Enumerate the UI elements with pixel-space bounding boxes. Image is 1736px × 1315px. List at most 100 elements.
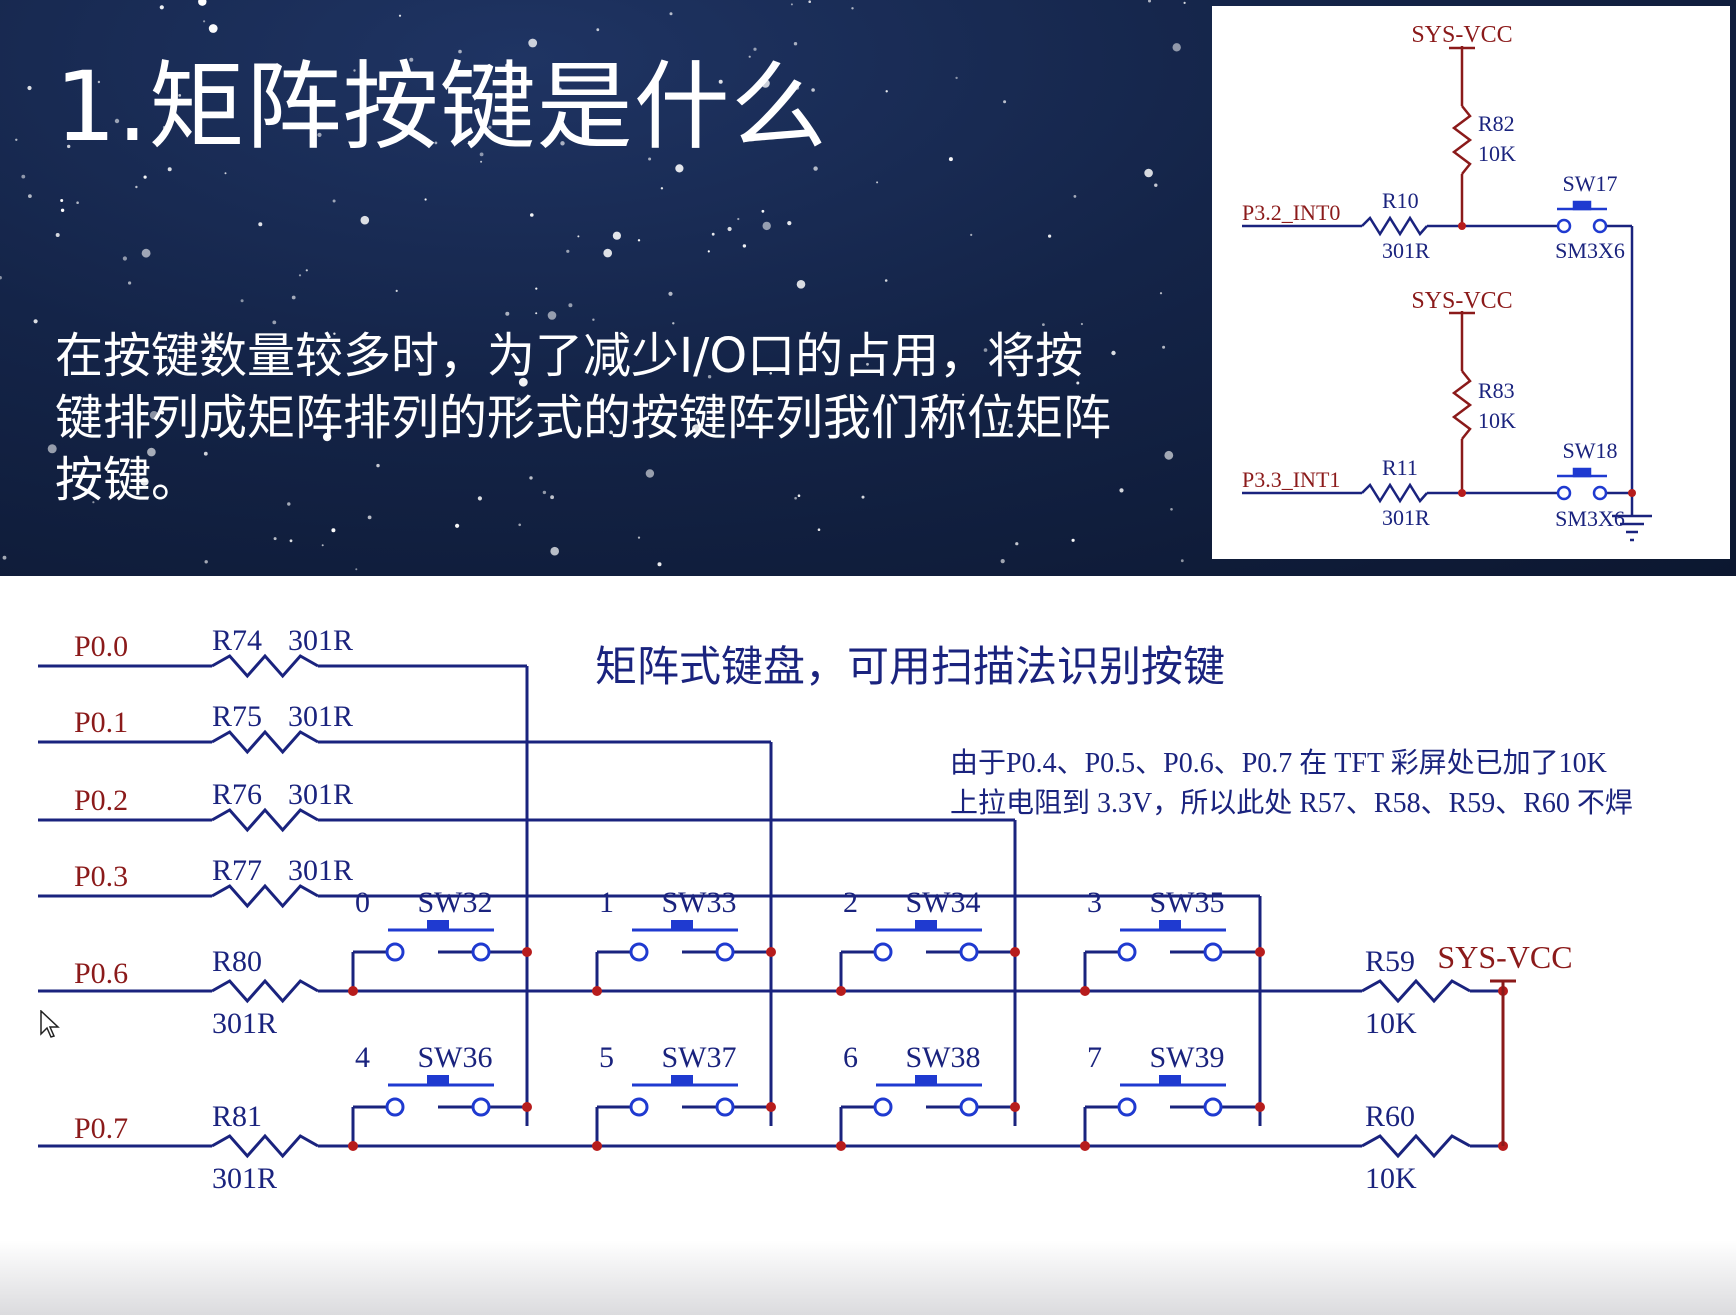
star xyxy=(0,276,2,280)
star xyxy=(592,318,595,321)
star xyxy=(76,201,79,204)
port-label: P3.3_INT1 xyxy=(1242,467,1340,492)
star xyxy=(585,141,589,145)
star xyxy=(208,24,218,33)
switch-label: SW35 xyxy=(1150,886,1225,919)
vcc-label: SYS-VCC xyxy=(1411,22,1512,48)
matrix-keyboard-schematic: 矩阵式键盘，可用扫描法识别按键 由于P0.4、P0.5、P0.6、P0.7 在 … xyxy=(0,576,1736,1315)
star xyxy=(1071,538,1075,542)
row-resistor-value: 301R xyxy=(212,1007,277,1040)
star xyxy=(711,232,715,236)
star xyxy=(1144,168,1153,178)
star xyxy=(742,244,747,248)
star xyxy=(1172,43,1181,52)
switch-button xyxy=(1159,1075,1181,1085)
switch-contact xyxy=(385,942,405,962)
switch-contact xyxy=(385,1097,405,1117)
star xyxy=(970,233,973,236)
star xyxy=(1119,488,1124,493)
star xyxy=(529,476,533,480)
star xyxy=(550,495,554,500)
star xyxy=(748,55,751,58)
switch-button xyxy=(427,1075,449,1085)
star xyxy=(198,0,207,6)
junction-dot xyxy=(348,1141,358,1151)
star xyxy=(1170,508,1173,511)
row-resistor xyxy=(211,978,319,1004)
column-resistor-value: 301R xyxy=(288,854,353,887)
star xyxy=(737,217,740,221)
star xyxy=(147,447,156,457)
star xyxy=(395,289,398,292)
description-line: 在按键数量较多时，为了减少I/O口的占用，将按 xyxy=(55,328,1084,384)
junction-dot xyxy=(836,986,846,996)
switch-contact xyxy=(1203,1097,1223,1117)
star xyxy=(135,185,138,189)
junction-dot xyxy=(522,947,532,957)
star xyxy=(1000,559,1005,564)
star xyxy=(660,187,664,190)
star xyxy=(488,125,492,129)
star xyxy=(353,69,356,72)
star xyxy=(128,281,132,285)
star xyxy=(167,167,172,172)
switch-contact xyxy=(873,1097,893,1117)
star xyxy=(162,125,167,130)
switch-label: SW18 xyxy=(1563,438,1618,463)
junction-dot xyxy=(766,1102,776,1112)
star xyxy=(692,424,701,433)
star xyxy=(140,477,149,486)
star xyxy=(143,175,147,179)
description-line: 按键。 xyxy=(55,452,200,508)
interrupt-key-schematic: SYS-VCC R82 10K SW17 SM3X6 P3.2_INT0 R10… xyxy=(1212,6,1730,559)
star xyxy=(612,231,622,240)
star xyxy=(455,523,460,528)
switch-label: SW39 xyxy=(1150,1041,1225,1074)
junction-dot xyxy=(348,986,358,996)
column-resistor-label: R75 xyxy=(212,700,262,733)
star xyxy=(84,90,87,94)
star xyxy=(221,373,224,377)
vcc-label: SYS-VCC xyxy=(1411,288,1512,314)
star xyxy=(360,215,370,225)
star xyxy=(424,198,427,201)
star xyxy=(542,490,547,495)
star xyxy=(1162,345,1166,349)
column-resistor-label: R77 xyxy=(212,854,262,887)
star xyxy=(599,398,605,403)
row-resistor-label: R80 xyxy=(212,945,262,978)
vcc-label: SYS-VCC xyxy=(1437,939,1572,975)
star xyxy=(240,299,244,303)
star xyxy=(409,57,414,62)
star xyxy=(637,536,641,539)
star xyxy=(603,248,612,258)
star xyxy=(568,303,573,308)
star xyxy=(1003,100,1007,104)
star xyxy=(224,172,227,175)
key-index: 3 xyxy=(1087,886,1102,919)
star xyxy=(149,411,159,420)
column-port-label: P0.1 xyxy=(74,706,128,739)
switch-label: SW36 xyxy=(418,1041,493,1074)
star xyxy=(1183,1,1186,4)
star xyxy=(272,320,277,325)
star xyxy=(707,250,710,253)
star xyxy=(416,358,419,361)
star xyxy=(795,85,800,90)
star xyxy=(550,546,559,556)
star xyxy=(813,166,818,171)
junction-dot xyxy=(1010,947,1020,957)
star xyxy=(287,502,291,506)
switch-button xyxy=(671,920,693,930)
star xyxy=(535,312,538,315)
star xyxy=(1154,183,1158,187)
star xyxy=(332,199,336,203)
star xyxy=(566,249,570,253)
star xyxy=(955,76,958,80)
switch-contact xyxy=(959,942,979,962)
star xyxy=(159,5,164,10)
pullup-resistor xyxy=(1361,978,1471,1004)
junction-dot xyxy=(1255,1102,1265,1112)
star xyxy=(477,496,482,501)
star xyxy=(1008,423,1013,428)
